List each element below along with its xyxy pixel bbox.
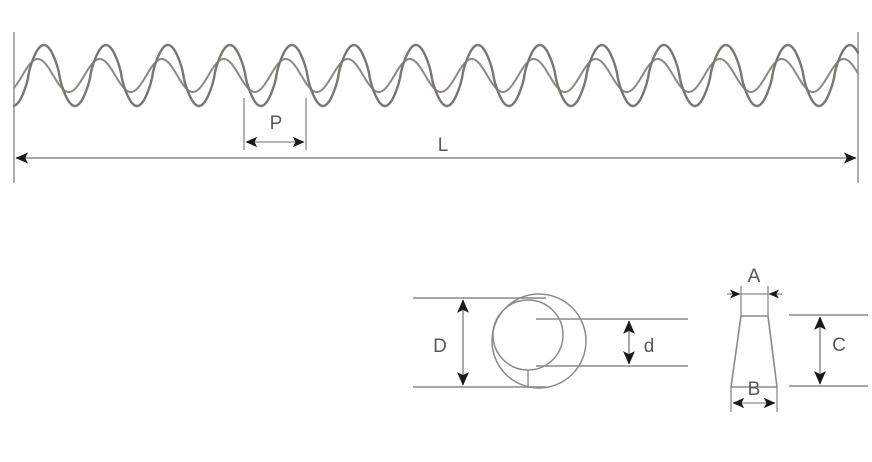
dimension-c-height: C xyxy=(789,314,868,387)
side-view-group: P L xyxy=(12,32,860,183)
dimension-length: L xyxy=(15,135,857,164)
pitch-dimension-label: P xyxy=(270,113,283,134)
dimension-a-top-width: A xyxy=(727,266,782,316)
length-dimension-label: L xyxy=(438,135,449,156)
end-view-group: D d xyxy=(413,293,688,389)
spring-wire-front-strand xyxy=(12,43,860,108)
wire-section-trapezoid xyxy=(730,315,778,388)
c-dimension-label: C xyxy=(832,335,846,356)
dimension-pitch: P xyxy=(243,98,307,150)
coil-inner-circle xyxy=(492,299,564,371)
a-dimension-label: A xyxy=(748,266,761,287)
outer-diameter-label: D xyxy=(433,336,447,357)
wire-section-view-group: A B C xyxy=(727,266,868,412)
dimension-outer-diameter: D xyxy=(433,299,469,386)
spring-wire-back-strand xyxy=(13,57,859,94)
inner-diameter-label: d xyxy=(644,336,655,357)
b-dimension-label: B xyxy=(748,379,761,400)
coil-outer-circle xyxy=(491,293,587,389)
dimension-inner-diameter: d xyxy=(623,320,655,365)
dimension-b-bottom-width: B xyxy=(730,379,778,412)
